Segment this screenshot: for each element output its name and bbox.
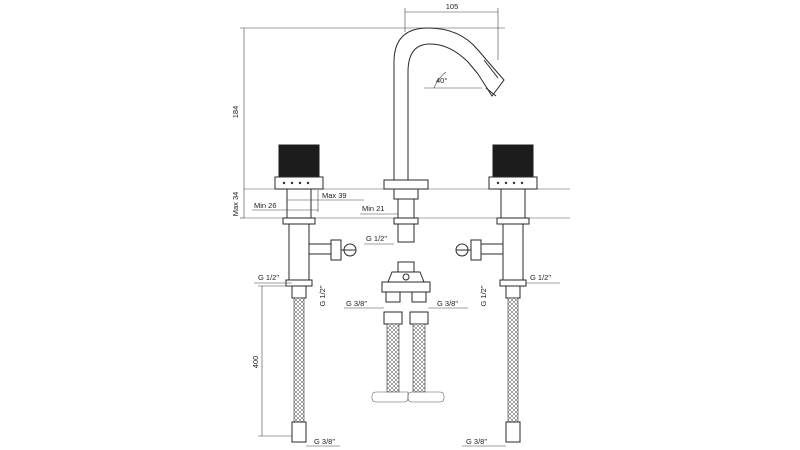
hose-length-label: 400 — [251, 356, 260, 369]
handle-min-hole-label: Min 26 — [254, 201, 277, 210]
countertop-lines — [244, 188, 570, 219]
tee-connector — [371, 261, 445, 403]
max-deck-label: Max 34 — [231, 192, 240, 217]
right-inlet-thread-label: G 1/2" — [530, 273, 551, 282]
left-bottom-thread-label: G 3/8" — [314, 437, 335, 446]
left-hose — [291, 285, 307, 443]
right-bottom-thread-label: G 3/8" — [466, 437, 487, 446]
left-handle — [274, 144, 357, 287]
reach-dimension — [404, 8, 499, 60]
height-dimension — [240, 27, 505, 219]
right-handle — [455, 144, 538, 287]
spout-thread-label: G 1/2" — [366, 234, 387, 243]
right-hose — [505, 285, 521, 443]
spout-min-hole-label: Min 21 — [362, 204, 385, 213]
spout — [383, 27, 505, 243]
overall-height-label: 184 — [231, 106, 240, 119]
left-inlet-thread-label: G 1/2" — [258, 273, 279, 282]
left-vertical-thread-label: G 1/2" — [318, 285, 327, 306]
spout-reach-label: 105 — [446, 2, 459, 11]
tee-left-thread-label: G 3/8" — [346, 299, 367, 308]
handle-max-hole-label: Max 39 — [322, 191, 347, 200]
angle-label: 40° — [436, 76, 447, 85]
right-vertical-thread-label: G 1/2" — [479, 285, 488, 306]
hose-length-dimension — [258, 285, 292, 437]
left-hole-dimensions — [252, 190, 364, 212]
tee-right-thread-label: G 3/8" — [437, 299, 458, 308]
